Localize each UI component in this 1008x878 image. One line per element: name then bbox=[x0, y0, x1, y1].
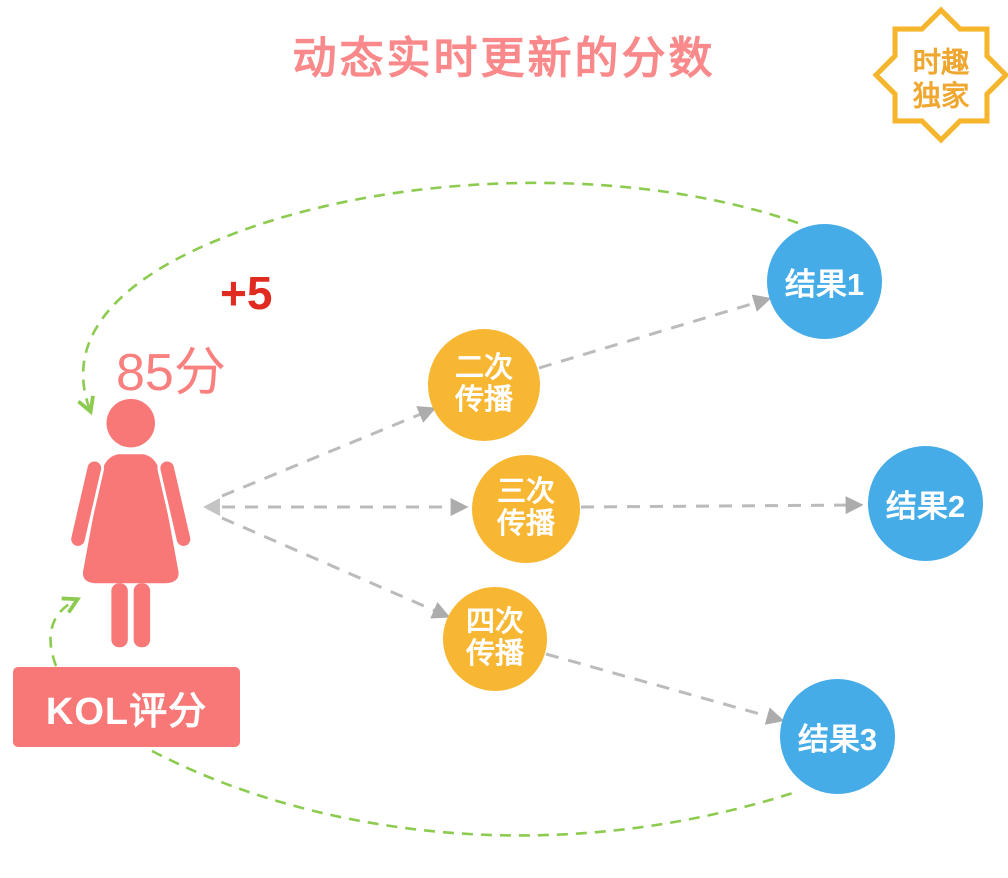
kol-score-delta: +5 bbox=[220, 267, 273, 319]
badge-line1: 时趣 bbox=[913, 47, 970, 79]
feedback-arrow-top bbox=[83, 181, 799, 410]
spread-arrow-node3-to-result3 bbox=[545, 652, 785, 725]
spread-arrow-kol-to-node3 bbox=[221, 516, 451, 619]
kol-score-value: 85分 bbox=[116, 344, 226, 402]
result-node-2: 结果2 bbox=[868, 446, 983, 561]
exclusive-badge: 时趣 独家 bbox=[872, 6, 1008, 144]
kol-label-box: KOL评分 bbox=[13, 667, 240, 747]
result-node-1: 结果1 bbox=[767, 224, 882, 339]
feedback-curve-bottom bbox=[151, 749, 797, 837]
spread-arrow-node2-to-result2 bbox=[580, 496, 864, 515]
spread-arrow-node1-to-result1 bbox=[538, 294, 772, 370]
spread-node-2: 三次 传播 bbox=[472, 455, 580, 563]
badge-line2: 独家 bbox=[913, 79, 970, 112]
spread-arrow-kol-to-node1 bbox=[221, 406, 437, 498]
back-arrowhead-to-kol bbox=[203, 498, 220, 516]
page-title: 动态实时更新的分数 bbox=[292, 34, 716, 83]
star-icon bbox=[872, 6, 1008, 144]
kol-label-text: KOL评分 bbox=[45, 690, 208, 733]
spread-node-1: 二次 传播 bbox=[428, 329, 540, 441]
kol-person-icon bbox=[68, 398, 194, 648]
result-node-3: 结果3 bbox=[780, 679, 895, 794]
feedback-arrow-left bbox=[49, 600, 76, 667]
spread-node-3: 四次 传播 bbox=[443, 587, 547, 691]
